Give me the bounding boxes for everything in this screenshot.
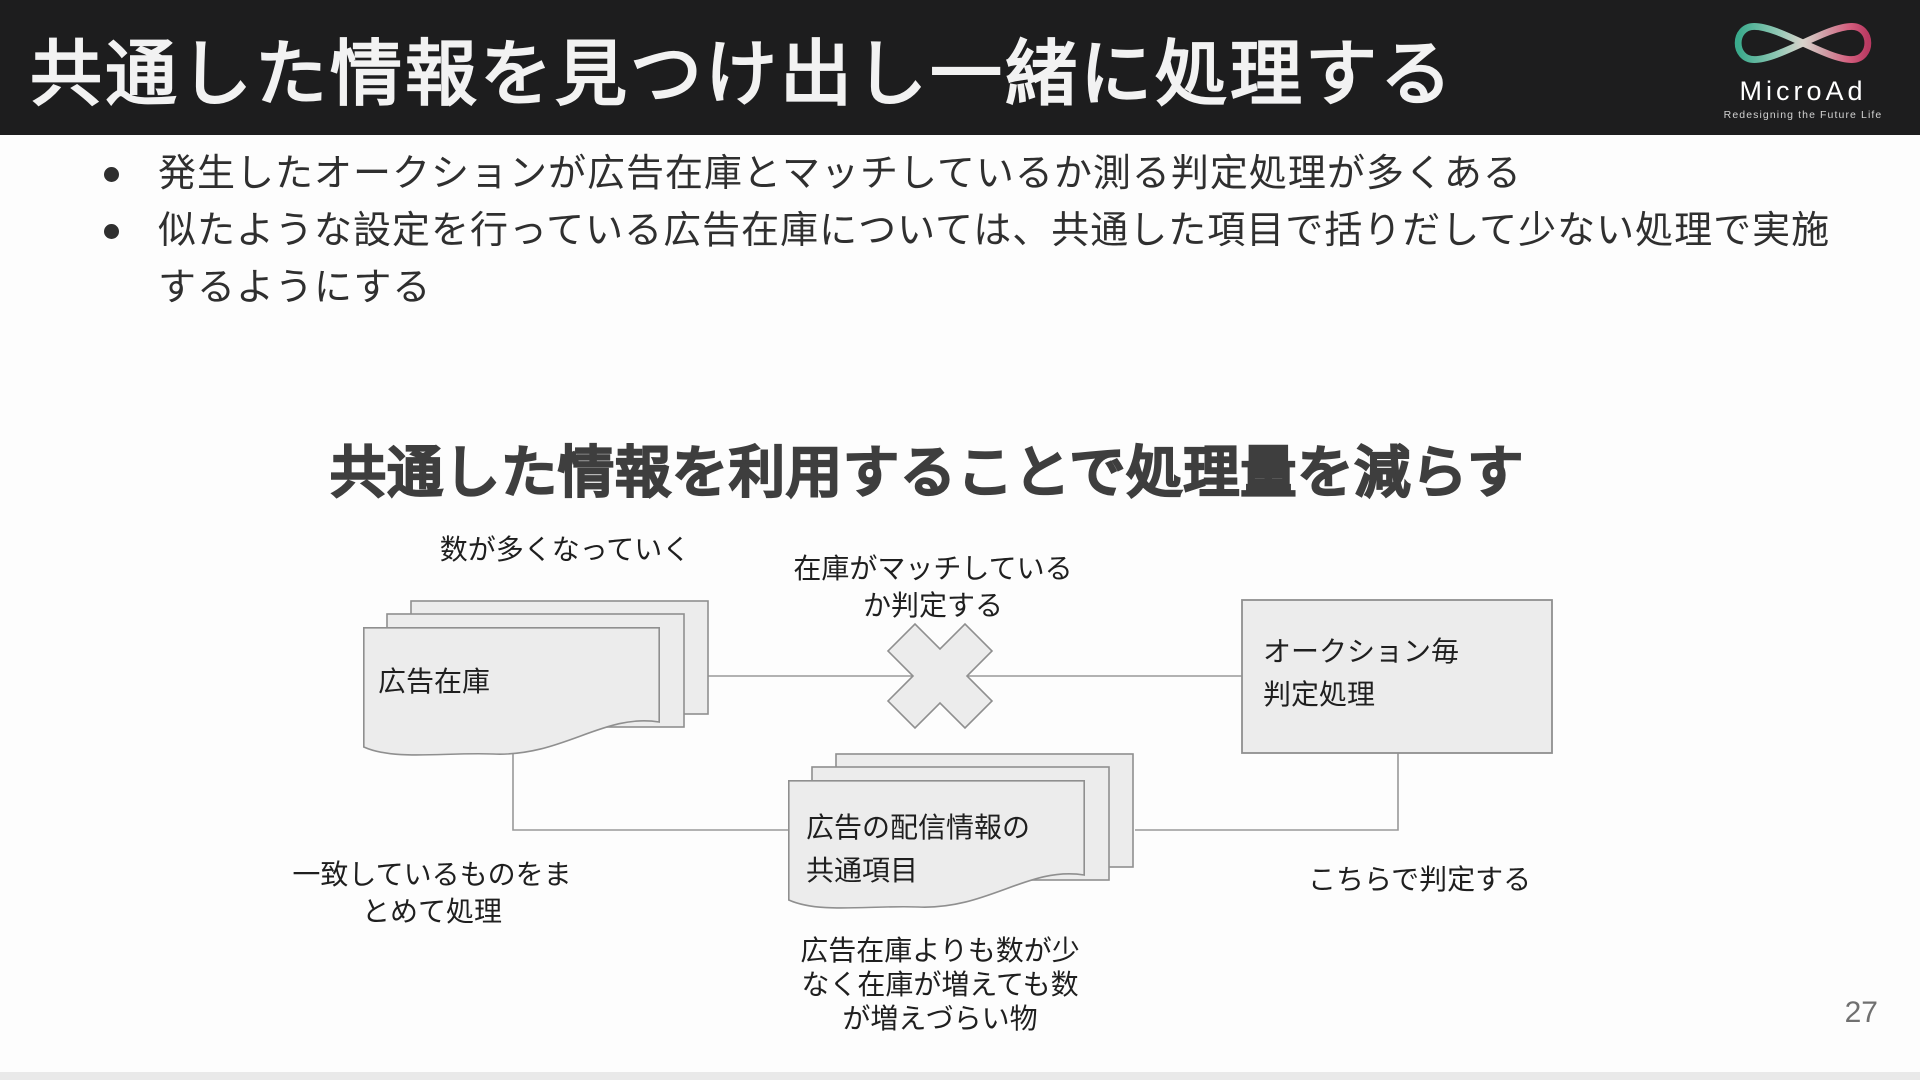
common-items-stack	[788, 753, 1134, 909]
annotation-line: 広告在庫よりも数が少	[800, 935, 1080, 966]
bullet-dot-icon	[104, 224, 119, 239]
bullet-dot-icon	[104, 167, 119, 182]
microad-logo: MicroAd Redesigning the Future Life	[1708, 4, 1898, 132]
label-common-items: 広告の配信情報の 共通項目	[806, 806, 1030, 892]
header-bar: 共通した情報を見つけ出し一緒に処理する MicroAd Redesigning …	[0, 0, 1920, 135]
label-line: 共通項目	[806, 855, 919, 886]
logo-brand-text: MicroAd	[1739, 76, 1867, 106]
slide-title: 共通した情報を見つけ出し一緒に処理する	[30, 35, 1456, 115]
ad-inventory-stack	[363, 600, 709, 756]
stack-sheet-front	[788, 780, 1085, 909]
annotation-line: が増えづらい物	[842, 1003, 1038, 1034]
connector-left-elbow	[512, 752, 788, 831]
connector-lines	[512, 675, 1399, 831]
label-ad-inventory: 広告在庫	[378, 666, 491, 697]
annotation-line: 一致しているものをま	[292, 859, 572, 890]
annotation-line: か判定する	[862, 590, 1003, 621]
bullet-list: 発生したオークションが広告在庫とマッチしているか測る判定処理が多くある 似たよう…	[96, 146, 1858, 317]
bullet-item: 似たような設定を行っている広告在庫については、共通した項目で括りだして少ない処理…	[96, 203, 1858, 317]
annotation-judge-here: こちらで判定する	[1308, 864, 1532, 895]
page-number: 27	[1844, 996, 1878, 1029]
label-auction-judge: オークション毎 判定処理	[1263, 630, 1459, 716]
auction-judge-box	[1241, 599, 1553, 754]
connector-right-elbow	[1135, 753, 1399, 831]
annotation-match-check: 在庫がマッチしている か判定する	[783, 550, 1083, 624]
bullet-text: 発生したオークションが広告在庫とマッチしているか測る判定処理が多くある	[158, 153, 1522, 195]
stack-sheet-front	[363, 627, 660, 756]
annotation-growing-count: 数が多くなっていく	[439, 534, 691, 565]
annotation-fewer-items: 広告在庫よりも数が少 なく在庫が増えても数 が増えづらい物	[780, 934, 1100, 1036]
annotation-line: 在庫がマッチしている	[793, 553, 1073, 584]
annotation-batch-process: 一致しているものをま とめて処理	[272, 856, 592, 930]
label-line: 判定処理	[1263, 679, 1376, 710]
diagram-heading: 共通した情報を利用することで処理量を減らす	[329, 440, 1525, 505]
bullet-item: 発生したオークションが広告在庫とマッチしているか測る判定処理が多くある	[96, 146, 1858, 203]
bullet-text: 似たような設定を行っている広告在庫については、共通した項目で括りだして少ない処理…	[158, 210, 1831, 309]
annotation-line: とめて処理	[361, 896, 502, 927]
infinity-ribbon-icon	[1734, 23, 1872, 63]
logo-tagline: Redesigning the Future Life	[1723, 109, 1883, 121]
x-cross-icon	[886, 622, 994, 730]
label-line: オークション毎	[1263, 636, 1460, 667]
bottom-strip	[0, 1072, 1920, 1080]
label-line: 広告の配信情報の	[806, 812, 1031, 843]
annotation-line: なく在庫が増えても数	[801, 969, 1079, 1000]
